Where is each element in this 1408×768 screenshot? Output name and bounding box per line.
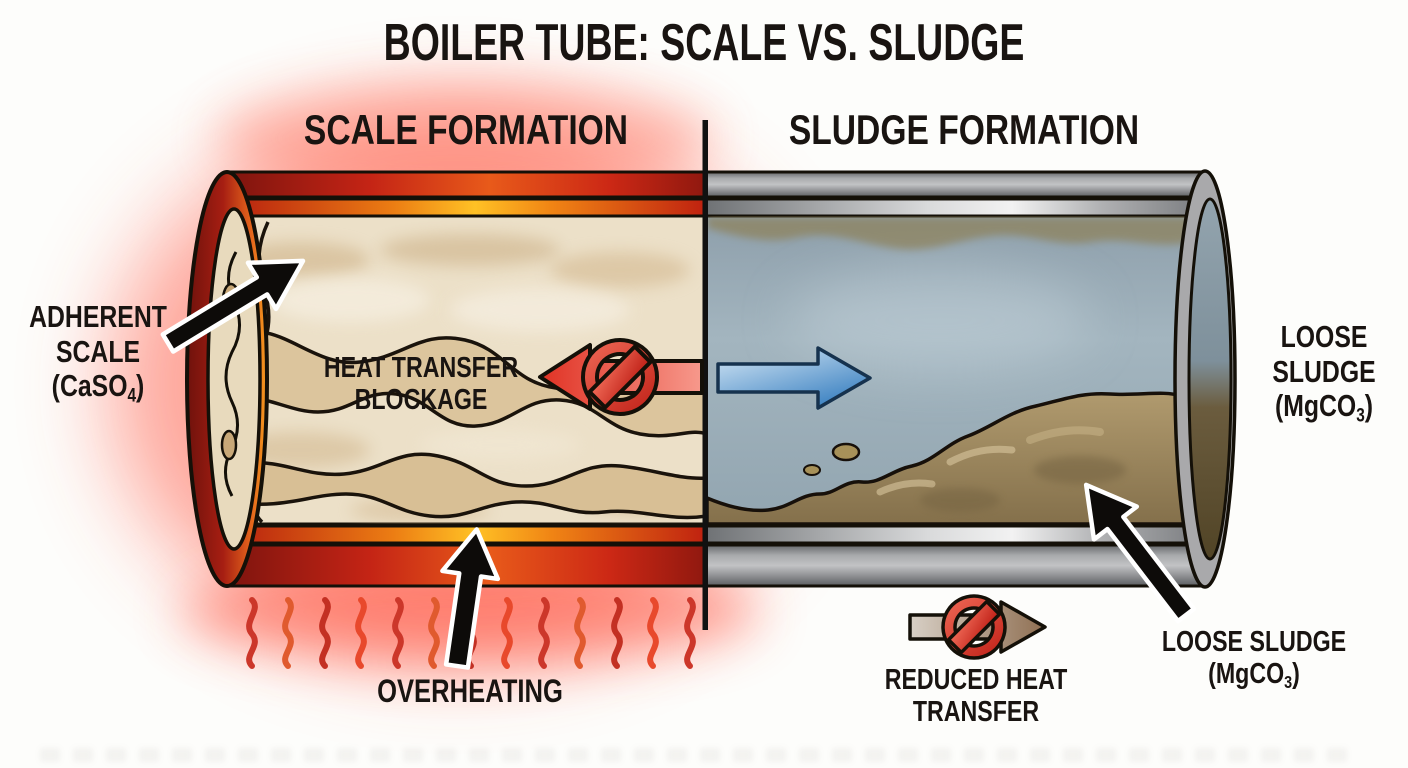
no-entry-icon — [941, 594, 1007, 660]
adherent-scale-arrow-icon — [160, 258, 306, 354]
formula-caso4: (CaSO4) — [51, 368, 145, 407]
label-loose-sludge-bottom: LOOSE SLUDGE (MgCO3) — [1126, 626, 1382, 693]
page-title: BOILER TUBE: SCALE VS. SLUDGE — [383, 14, 1025, 72]
bottom-smudge — [40, 748, 1360, 762]
section-header-sludge: SLUDGE FORMATION — [788, 106, 1140, 153]
section-divider-line — [702, 120, 708, 630]
left-end-cap — [185, 170, 269, 588]
formula-mgco3: (MgCO3) — [1274, 388, 1374, 427]
overheating-arrow-icon — [440, 527, 501, 670]
water-flow-arrow-icon — [716, 346, 872, 410]
heat-waves-icon — [246, 597, 696, 669]
loose-sludge-arrow-icon — [1083, 482, 1197, 624]
no-entry-icon — [581, 338, 659, 416]
section-header-scale: SCALE FORMATION — [303, 106, 629, 153]
label-heat-transfer-blockage: HEAT TRANSFER BLOCKAGE — [323, 352, 519, 417]
label-reduced-heat-transfer: REDUCED HEAT TRANSFER — [884, 664, 1068, 729]
label-adherent-scale: ADHERENT SCALE (CaSO4) — [2, 299, 194, 407]
formula-mgco3: (MgCO3) — [1208, 658, 1300, 693]
surface-film — [707, 217, 1199, 250]
right-end-cap — [1173, 169, 1237, 589]
label-loose-sludge-side: LOOSE SLUDGE (MgCO3) — [1240, 319, 1408, 427]
label-overheating: OVERHEATING — [377, 673, 563, 709]
